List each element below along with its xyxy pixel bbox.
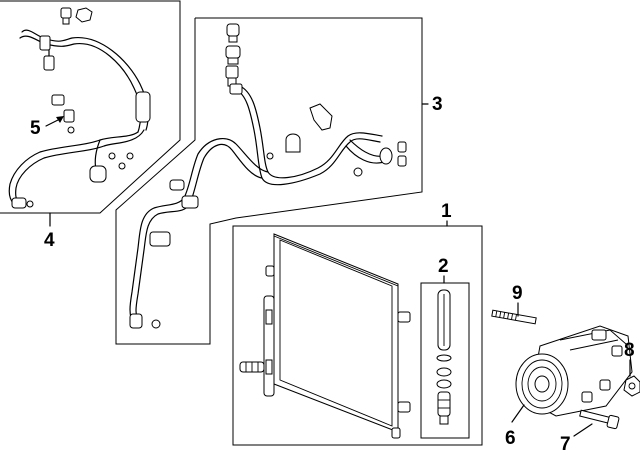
callout-2: 2	[438, 256, 449, 284]
pipe-end-right	[266, 139, 407, 177]
bracket-c	[169, 179, 199, 209]
callout-8: 8	[624, 340, 635, 377]
ac-compressor	[515, 325, 633, 417]
mount-tab-left	[265, 265, 275, 277]
dryer-plug	[437, 391, 451, 425]
callout-8-label: 8	[624, 340, 635, 361]
bracket-a	[309, 103, 333, 131]
bracket-b	[285, 133, 301, 153]
hose-assembly-3	[129, 23, 407, 329]
o-ring-b	[436, 367, 452, 377]
valve-fitting-5	[51, 94, 75, 134]
callout-4: 4	[44, 212, 55, 251]
callout-5: 5	[30, 116, 64, 139]
group-3-frame	[115, 17, 423, 345]
stud-9	[491, 309, 537, 325]
callout-7: 7	[560, 423, 593, 455]
mount-tab-bottom-right	[397, 401, 411, 413]
clutch-pulley	[515, 353, 569, 415]
callout-7-label: 7	[560, 434, 571, 455]
nut-fitting-a	[75, 7, 93, 23]
callout-3: 3	[421, 94, 443, 115]
callout-4-label: 4	[44, 230, 55, 251]
callout-1-label: 1	[441, 201, 452, 222]
service-valve-a	[89, 139, 134, 183]
mount-tab-top-right	[397, 311, 411, 323]
sensor-bracket	[149, 231, 171, 247]
dryer-kit	[436, 289, 452, 425]
pipe-end-lower	[129, 313, 161, 329]
condenser	[263, 233, 411, 439]
o-ring-a	[436, 354, 452, 362]
callout-3-label: 3	[432, 94, 443, 115]
o-ring-c	[436, 379, 452, 389]
callout-5-label: 5	[30, 118, 41, 139]
desiccant-bag	[437, 289, 451, 351]
cap-fitting-a	[60, 7, 72, 25]
hose-end-fitting-a	[11, 197, 34, 209]
pipe-fitting-top	[229, 83, 243, 95]
cap-stack	[225, 23, 241, 87]
hose-clip-a	[39, 35, 55, 71]
callout-1: 1	[441, 201, 452, 227]
callout-2-label: 2	[438, 256, 449, 277]
condenser-fitting-left	[239, 361, 265, 373]
group-4-frame	[0, 0, 181, 214]
mount-tab-bottom	[391, 427, 401, 439]
callout-6: 6	[505, 404, 525, 449]
bolt-7	[579, 409, 620, 430]
group-1-frame	[232, 225, 483, 446]
nut-8	[623, 375, 640, 397]
receiver-side-tank	[263, 295, 275, 397]
hose-assembly-4	[8, 7, 151, 209]
callout-9-label: 9	[512, 283, 523, 304]
group-2-frame	[420, 282, 470, 439]
hose-muffler	[135, 91, 151, 123]
callout-9: 9	[512, 283, 523, 317]
callout-6-label: 6	[505, 428, 516, 449]
